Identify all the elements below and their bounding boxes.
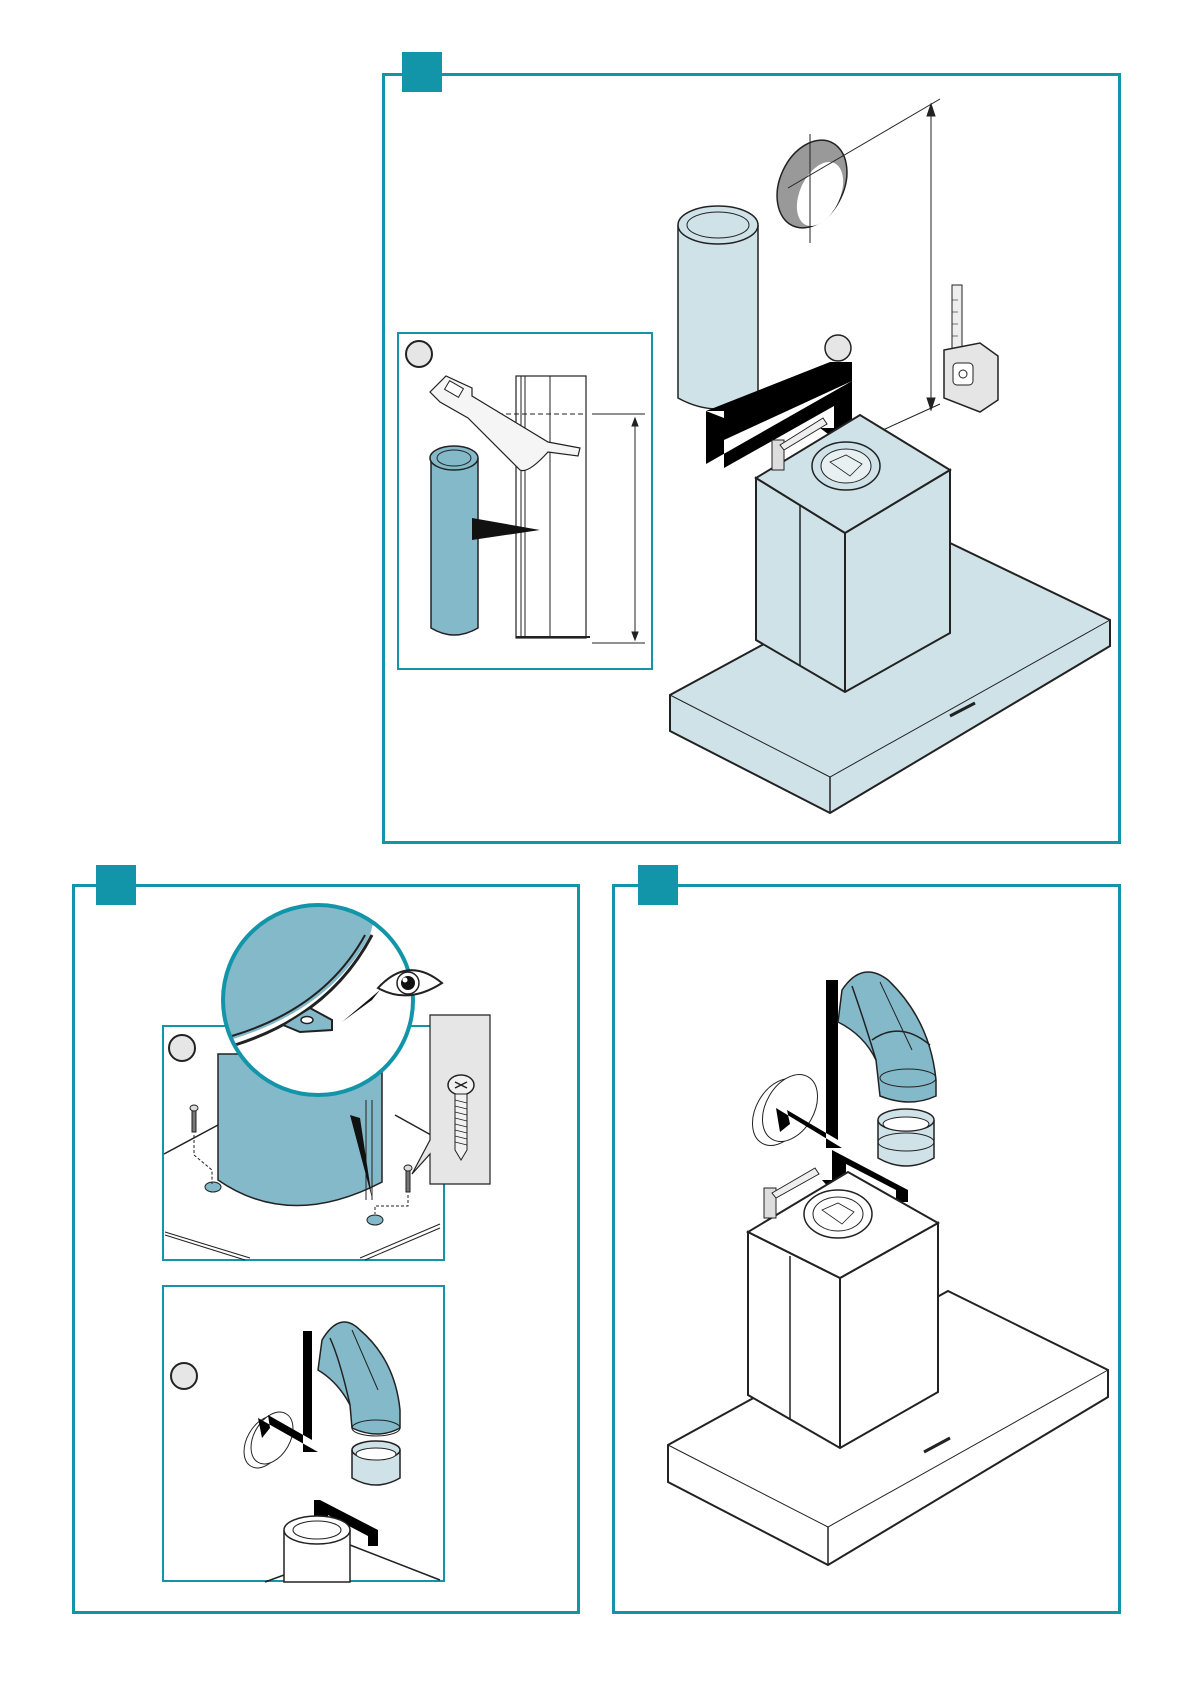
hacksaw-cut-illustration xyxy=(397,332,653,670)
cut-section-tube xyxy=(430,446,478,635)
elbow-duct xyxy=(838,972,936,1102)
wall-outlet-ring xyxy=(741,1065,829,1155)
screw-icon-left xyxy=(190,1105,212,1184)
step-badge-bottom-left xyxy=(96,865,136,905)
hood-chimney-body xyxy=(756,415,950,692)
upper-chimney xyxy=(678,206,758,409)
detail-magnifier xyxy=(220,905,450,1105)
hood-chimney-body xyxy=(748,1168,938,1448)
fit-elbow-illustration xyxy=(162,1285,445,1582)
wall-outlet-hole xyxy=(764,129,861,243)
connector-ring xyxy=(352,1441,400,1485)
connect-duct-illustration xyxy=(612,884,1121,1614)
marker-main xyxy=(825,335,851,361)
elbow-duct xyxy=(318,1322,400,1436)
tape-measure-icon xyxy=(944,285,998,412)
connector-ring xyxy=(878,1109,934,1166)
chimney-profile xyxy=(516,376,590,638)
